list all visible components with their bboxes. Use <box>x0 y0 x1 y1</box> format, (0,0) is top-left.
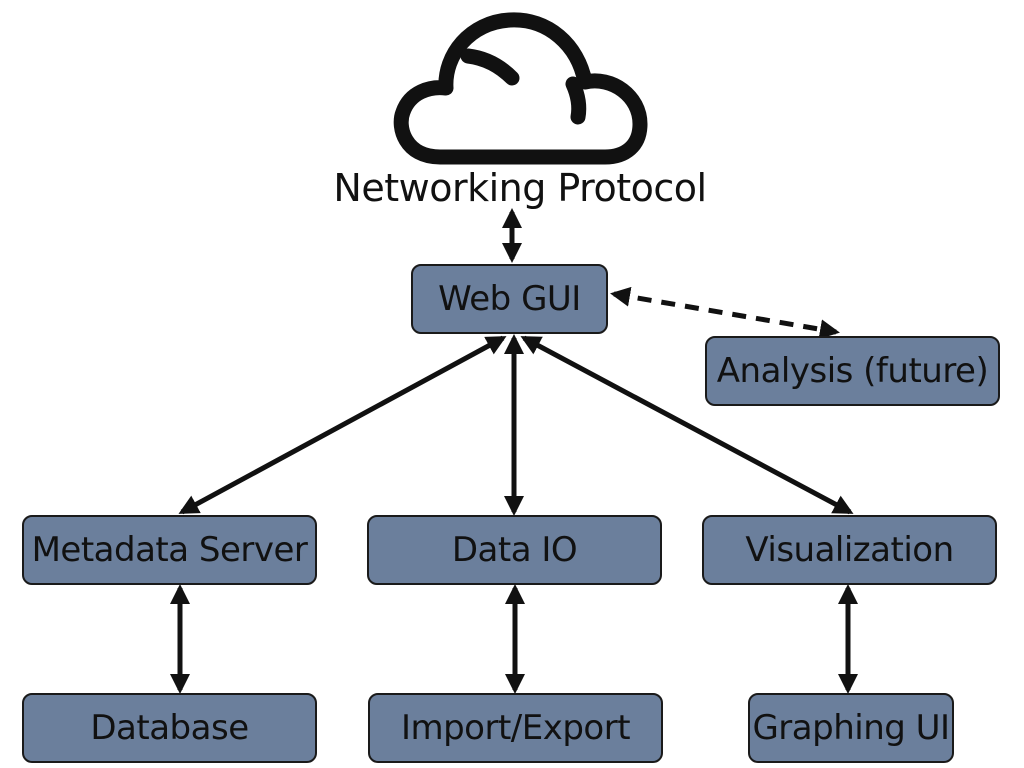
connectors <box>170 208 858 694</box>
networking-protocol-label: Networking Protocol <box>333 166 707 210</box>
arrow-webgui-visualization <box>520 335 854 515</box>
metadata-server-node: Metadata Server <box>22 515 317 585</box>
import-export-node: Import/Export <box>368 693 663 763</box>
graphing-ui-node: Graphing UI <box>748 693 954 763</box>
analysis-node: Analysis (future) <box>705 336 1000 406</box>
data-io-node: Data IO <box>367 515 662 585</box>
web-gui-node: Web GUI <box>411 264 608 334</box>
arrow-webgui-metadata <box>178 335 507 515</box>
cloud-icon <box>393 12 648 165</box>
visualization-node: Visualization <box>702 515 997 585</box>
database-node: Database <box>22 693 317 763</box>
arrow-webgui-analysis <box>610 286 840 340</box>
